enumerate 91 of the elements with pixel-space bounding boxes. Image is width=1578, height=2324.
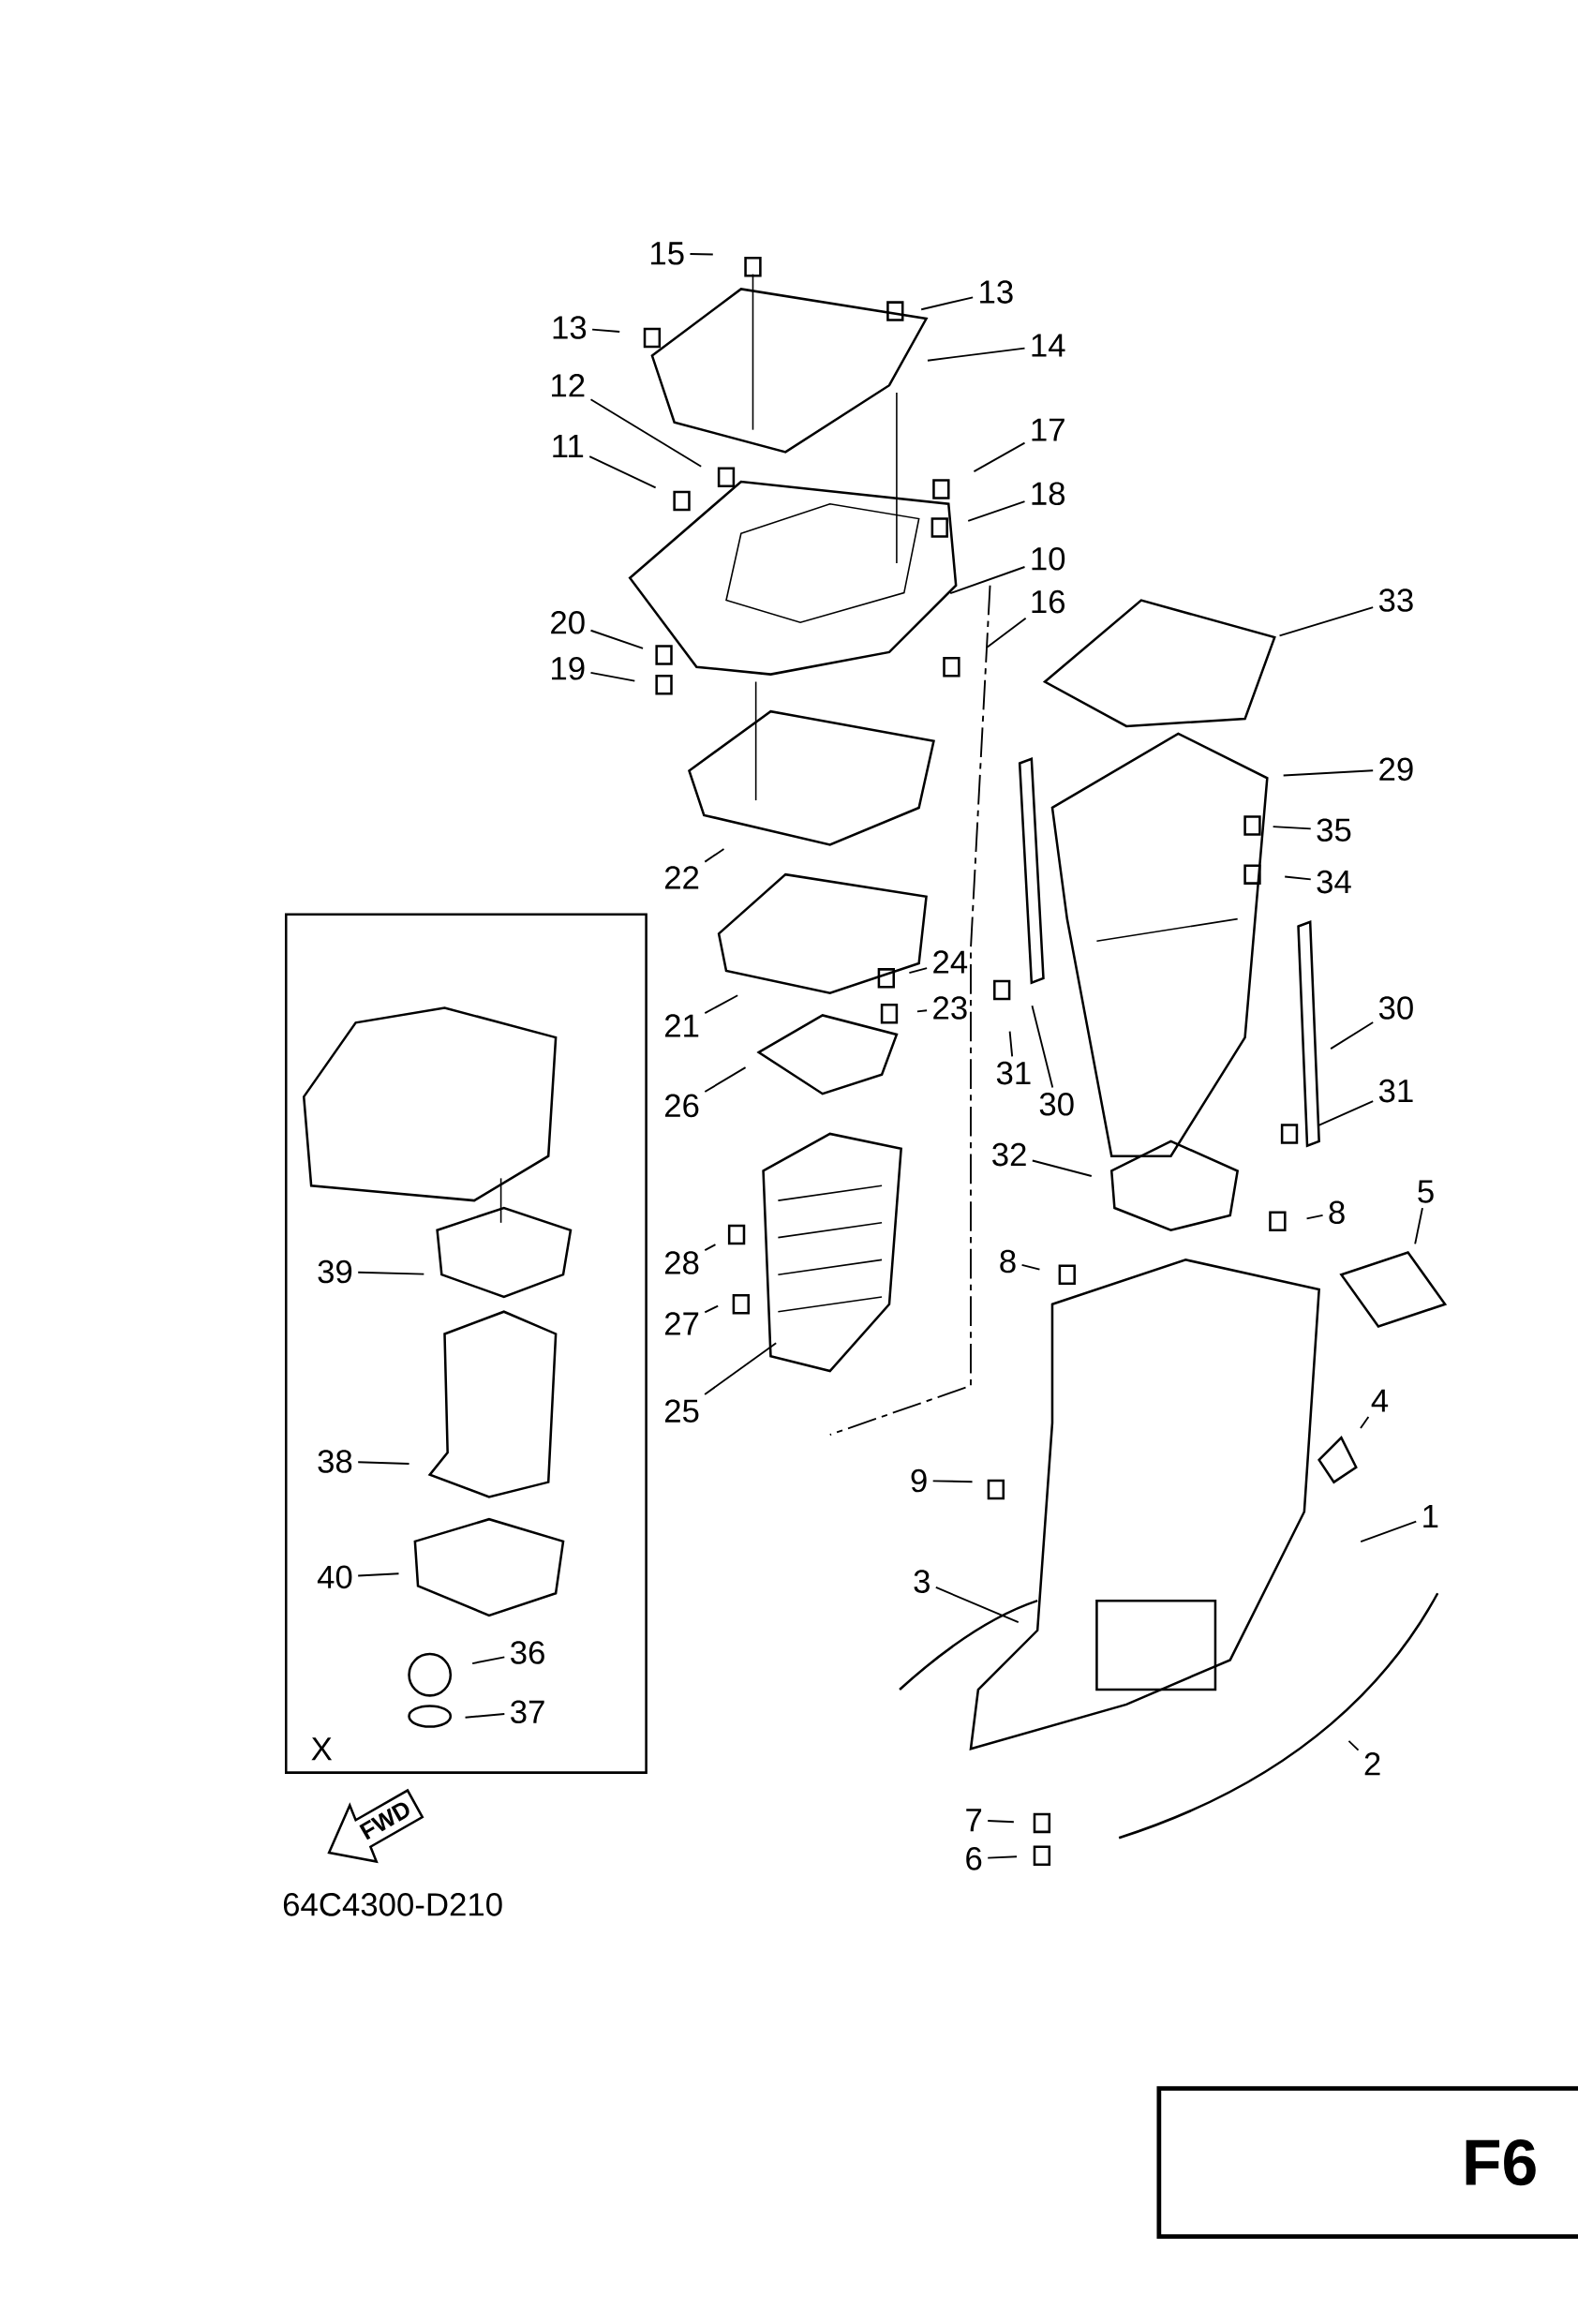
- leader-line: [1008, 1030, 1013, 1058]
- leader-line: [916, 1009, 928, 1013]
- callout-number: 24: [933, 950, 967, 974]
- leader-line: [1020, 1263, 1041, 1271]
- callout-number: 18: [1032, 482, 1064, 505]
- leader-line: [1278, 606, 1374, 637]
- callout-number: 15: [650, 242, 684, 265]
- leader-line: [1305, 1214, 1324, 1220]
- leader-line: [967, 500, 1026, 522]
- leader-line: [703, 1342, 777, 1395]
- leader-line: [986, 617, 1027, 648]
- callout-number: 32: [991, 1142, 1026, 1167]
- leader-line: [987, 1855, 1018, 1859]
- leader-line: [1414, 1207, 1423, 1245]
- leader-line: [1329, 1021, 1374, 1050]
- callout-number: 13: [979, 280, 1013, 304]
- view-letter: X: [311, 1737, 332, 1761]
- callout-number: 27: [664, 1312, 698, 1335]
- callout-number: 14: [1032, 334, 1065, 357]
- callout-number: 26: [664, 1094, 699, 1118]
- callout-number: 1: [1423, 1505, 1438, 1527]
- callout-number: 34: [1317, 870, 1351, 894]
- callout-number: 36: [510, 1641, 544, 1664]
- callout-number: 16: [1032, 589, 1064, 614]
- callout-number: 28: [664, 1251, 699, 1274]
- leader-line: [704, 994, 738, 1015]
- leader-line: [1031, 1159, 1093, 1177]
- leader-line: [1272, 826, 1312, 830]
- leader-line: [589, 398, 702, 468]
- callout-number: 22: [664, 866, 698, 889]
- callout-number: 35: [1317, 818, 1351, 842]
- leader-line: [704, 1304, 719, 1314]
- leader-line: [908, 967, 928, 975]
- callout-number: 40: [317, 1565, 352, 1589]
- leader-line: [973, 441, 1026, 473]
- leader-line: [357, 1572, 400, 1577]
- callout-number: 5: [1418, 1180, 1434, 1203]
- leader-line: [1282, 769, 1374, 777]
- callout-number: 39: [318, 1259, 351, 1284]
- callout-number: 11: [553, 435, 583, 457]
- callout-number: 21: [664, 1014, 698, 1037]
- callout-number: 2: [1364, 1752, 1380, 1776]
- callout-number: 6: [966, 1847, 982, 1870]
- leader-line: [1360, 1520, 1417, 1543]
- callout-number: 9: [911, 1468, 927, 1493]
- callout-number: 20: [550, 611, 585, 634]
- callout-number: 30: [1039, 1093, 1074, 1116]
- callout-number: 10: [1032, 546, 1064, 571]
- leader-line: [1031, 1005, 1054, 1089]
- leader-line: [470, 1656, 506, 1664]
- callout-number: 38: [318, 1450, 352, 1473]
- leader-line: [934, 1587, 1020, 1624]
- callout-number: 13: [553, 316, 586, 339]
- leader-line: [589, 671, 636, 682]
- leader-line: [588, 455, 657, 489]
- callout-number: 12: [551, 374, 585, 397]
- callout-number: 19: [551, 657, 585, 680]
- leader-line: [926, 347, 1026, 362]
- callout-number: 25: [664, 1399, 699, 1423]
- leader-line: [589, 629, 644, 649]
- leader-line: [1347, 1740, 1360, 1751]
- leader-line: [948, 566, 1026, 595]
- leader-line: [464, 1713, 506, 1719]
- callout-number: 17: [1032, 418, 1064, 441]
- leader-line: [357, 1271, 425, 1275]
- leader-line: [704, 848, 725, 863]
- leader-line: [590, 328, 620, 333]
- leader-line: [987, 1820, 1015, 1824]
- callout-number: 7: [966, 1809, 981, 1832]
- callout-number: 4: [1371, 1389, 1388, 1412]
- callout-number: 31: [996, 1061, 1031, 1085]
- leader-line: [1317, 1100, 1374, 1126]
- leader-line: [1359, 1416, 1370, 1429]
- callout-number: 8: [1000, 1249, 1016, 1274]
- leader-line: [931, 1480, 974, 1483]
- callout-number: 23: [933, 996, 967, 1020]
- leader-line: [920, 296, 974, 311]
- callout-number: 30: [1378, 996, 1413, 1020]
- callout-number: 29: [1379, 757, 1413, 782]
- leader-line: [357, 1461, 410, 1465]
- drawing-code: 64C4300-D210: [283, 1893, 502, 1916]
- callout-number: 31: [1378, 1079, 1413, 1103]
- callout-number: 33: [1378, 588, 1413, 612]
- leader-line: [689, 253, 714, 256]
- leader-line: [1284, 875, 1312, 881]
- callout-number: 37: [510, 1700, 544, 1724]
- callout-number: 8: [1329, 1200, 1345, 1225]
- leader-line: [704, 1244, 717, 1252]
- page-code-box: F6: [1156, 2086, 1578, 2240]
- callout-number: 3: [914, 1570, 930, 1593]
- leader-line: [704, 1066, 747, 1093]
